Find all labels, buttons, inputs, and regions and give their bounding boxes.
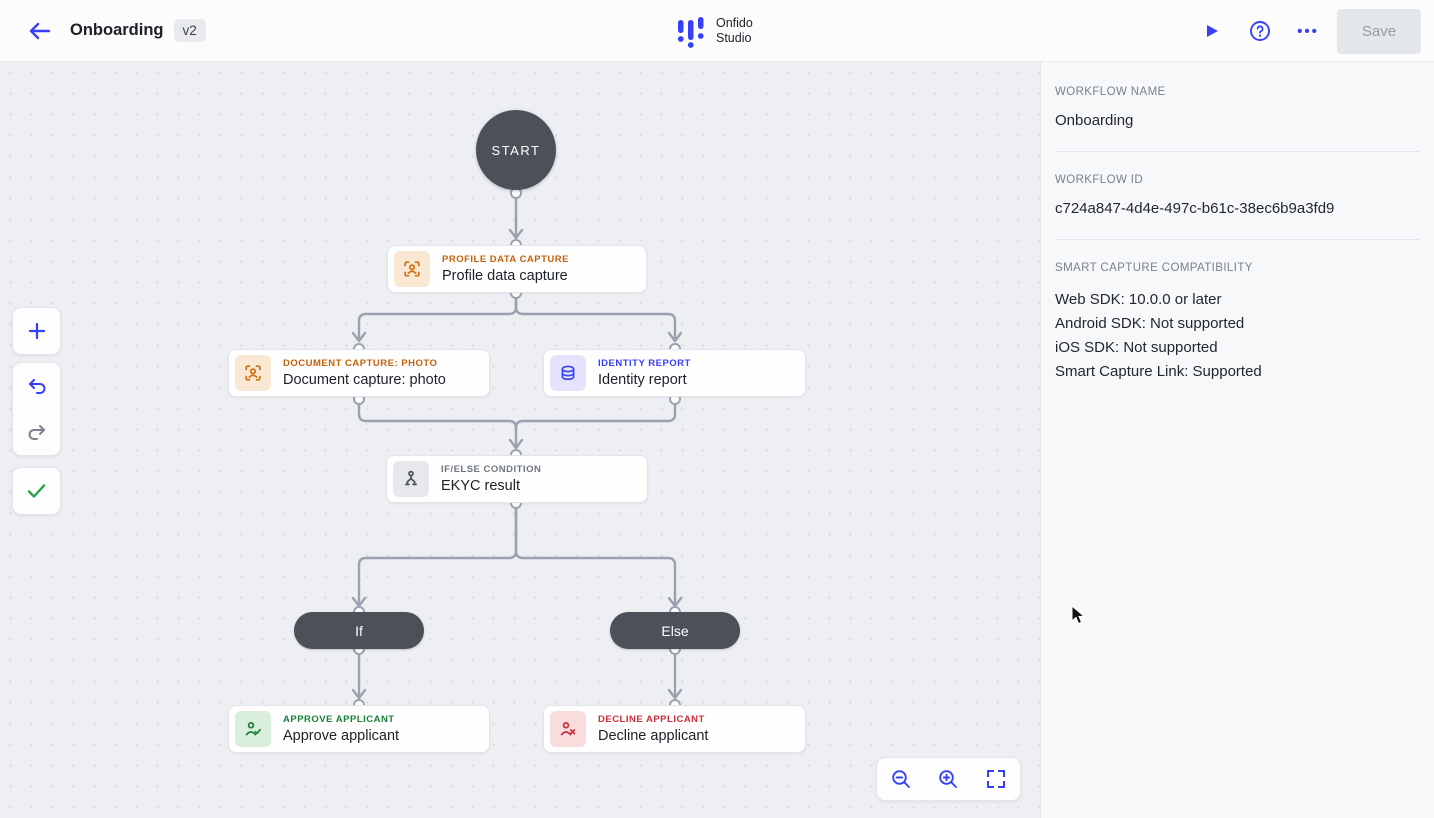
add-node-button[interactable] xyxy=(12,308,61,354)
validate-toolbar xyxy=(12,467,61,515)
panel-divider xyxy=(1055,151,1420,152)
zoom-out-icon xyxy=(892,770,910,788)
onfido-logo-icon xyxy=(677,17,704,48)
zoom-controls xyxy=(876,757,1021,801)
history-toolbar xyxy=(12,362,61,456)
validate-workflow-button[interactable] xyxy=(12,468,61,514)
workflow-name-label: WORKFLOW NAME xyxy=(1055,86,1166,98)
logo-text-line2: Studio xyxy=(716,31,752,45)
properties-panel: WORKFLOW NAME Onboarding WORKFLOW ID c72… xyxy=(1040,62,1434,818)
branch-else[interactable]: Else xyxy=(610,612,740,649)
undo-icon xyxy=(28,379,45,394)
node-title: Identity report xyxy=(598,372,687,388)
node-type-label: DECLINE APPLICANT xyxy=(598,714,705,725)
node-title: Approve applicant xyxy=(283,728,400,744)
node-document-capture-photo[interactable]: DOCUMENT CAPTURE: PHOTO Document capture… xyxy=(228,349,490,397)
approve-applicant-icon xyxy=(235,711,271,747)
node-title: EKYC result xyxy=(441,478,520,494)
node-title: Profile data capture xyxy=(442,268,568,284)
profile-capture-icon xyxy=(394,251,430,287)
node-start[interactable]: START xyxy=(476,110,556,190)
compat-android-sdk: Android SDK: Not supported xyxy=(1055,315,1245,332)
node-type-label: PROFILE DATA CAPTURE xyxy=(442,254,569,265)
redo-icon xyxy=(28,425,45,440)
node-decline-applicant[interactable]: DECLINE APPLICANT Decline applicant xyxy=(543,705,806,753)
question-circle-icon xyxy=(1250,21,1270,41)
node-type-label: DOCUMENT CAPTURE: PHOTO xyxy=(283,358,438,369)
zoom-in-button[interactable] xyxy=(928,759,968,799)
check-icon xyxy=(27,484,46,498)
branch-if[interactable]: If xyxy=(294,612,424,649)
add-node-toolbar xyxy=(12,307,61,355)
help-button[interactable] xyxy=(1241,12,1279,50)
workflow-name-value: Onboarding xyxy=(1055,112,1134,129)
node-type-label: APPROVE APPLICANT xyxy=(283,714,395,725)
top-bar: Onboarding v2 Onfido Studio xyxy=(0,0,1434,62)
workflow-id-value: c724a847-4d4e-497c-b61c-38ec6b9a3fd9 xyxy=(1055,200,1335,217)
undo-button[interactable] xyxy=(12,363,61,409)
fit-view-button[interactable] xyxy=(976,759,1016,799)
node-type-label: IDENTITY REPORT xyxy=(598,358,691,369)
arrow-left-icon xyxy=(29,22,51,39)
identity-report-icon xyxy=(550,355,586,391)
save-button[interactable]: Save xyxy=(1337,8,1421,54)
compat-web-sdk: Web SDK: 10.0.0 or later xyxy=(1055,291,1222,308)
decline-applicant-icon xyxy=(550,711,586,747)
node-title: Decline applicant xyxy=(598,728,709,744)
logo-text-line1: Onfido xyxy=(716,16,753,30)
run-workflow-button[interactable] xyxy=(1193,12,1231,50)
ellipsis-icon: ••• xyxy=(1297,22,1319,40)
zoom-in-icon xyxy=(939,770,958,788)
node-type-label: IF/ELSE CONDITION xyxy=(441,464,542,475)
fit-screen-icon xyxy=(987,770,1006,788)
play-icon xyxy=(1207,25,1218,37)
smart-capture-compatibility-label: SMART CAPTURE COMPATIBILITY xyxy=(1055,262,1253,274)
ifelse-condition-icon xyxy=(393,461,429,497)
node-title: Document capture: photo xyxy=(283,372,446,388)
node-ifelse-condition[interactable]: IF/ELSE CONDITION EKYC result xyxy=(386,455,648,503)
node-profile-data-capture[interactable]: PROFILE DATA CAPTURE Profile data captur… xyxy=(387,245,647,293)
workflow-id-label: WORKFLOW ID xyxy=(1055,174,1144,186)
version-badge: v2 xyxy=(173,19,206,42)
panel-divider xyxy=(1055,239,1420,240)
compat-smart-capture-link: Smart Capture Link: Supported xyxy=(1055,363,1262,380)
start-label: START xyxy=(491,142,541,158)
onfido-studio-logo: Onfido Studio xyxy=(676,0,753,62)
compat-ios-sdk: iOS SDK: Not supported xyxy=(1055,339,1218,356)
plus-icon xyxy=(28,322,45,340)
workflow-canvas[interactable]: START PROFILE DATA CAPTURE Profile data … xyxy=(0,62,1040,818)
else-label: Else xyxy=(661,622,689,639)
workflow-title: Onboarding xyxy=(70,21,164,39)
node-approve-applicant[interactable]: APPROVE APPLICANT Approve applicant xyxy=(228,705,490,753)
node-identity-report[interactable]: IDENTITY REPORT Identity report xyxy=(543,349,806,397)
back-button[interactable] xyxy=(24,15,56,47)
more-options-button[interactable]: ••• xyxy=(1289,12,1327,50)
zoom-out-button[interactable] xyxy=(881,759,921,799)
document-capture-icon xyxy=(235,355,271,391)
redo-button[interactable] xyxy=(12,409,61,455)
if-label: If xyxy=(355,622,363,639)
